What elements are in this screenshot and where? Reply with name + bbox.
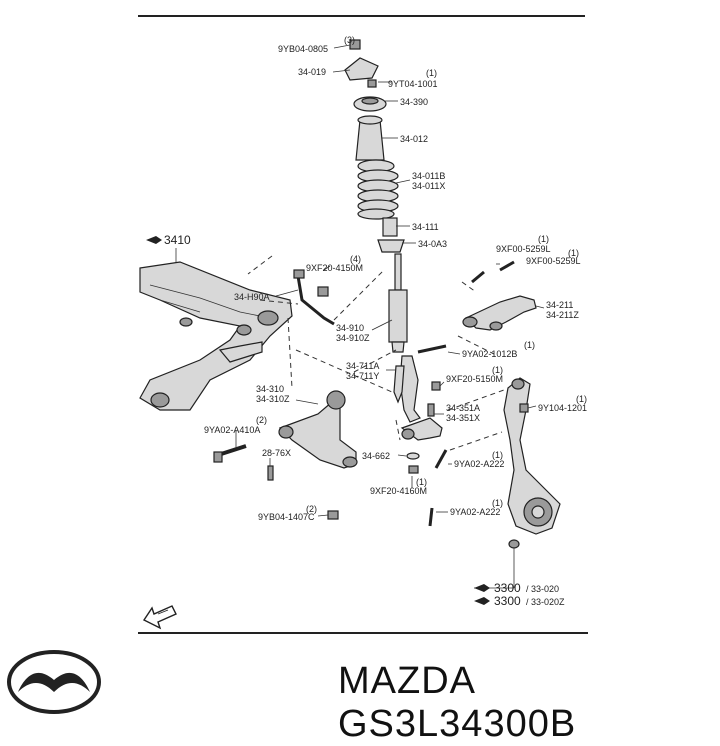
upper-mount: [344, 57, 379, 81]
steering-knuckle: [503, 377, 561, 549]
label-9ya02-a222-b: 9YA02-A222: [450, 507, 500, 517]
label-9xf20-4160m: 9XF20-4160M: [370, 486, 427, 496]
label-34-h90a: 34-H90A: [234, 292, 270, 302]
shock-rod: [394, 253, 402, 291]
washer: [406, 452, 420, 460]
label-34-111: 34-111: [412, 222, 439, 232]
label-9yb04-0805-qty: (3): [344, 35, 355, 45]
label-3300-a: 3300: [494, 581, 521, 595]
reference-lines: [247, 255, 505, 451]
label-9yb04-1407c: 9YB04-1407C: [258, 512, 315, 522]
mount-nut: [367, 79, 377, 88]
lower-control-arm: [278, 390, 358, 469]
part-number: GS3L34300B: [338, 703, 577, 745]
arm-nut: [327, 510, 339, 520]
label-28-76x: 28-76X: [262, 448, 291, 458]
shock-fork: [393, 355, 421, 423]
label-9yb04-1407c-qty: (2): [306, 504, 317, 514]
label-34-390: 34-390: [400, 97, 428, 107]
label-34-910z: 34-910Z: [336, 333, 370, 343]
arm-stud: [267, 465, 274, 481]
label-34-310: 34-310: [256, 384, 284, 394]
label-34-011x: 34-011X: [412, 181, 445, 191]
bump-stop: [382, 217, 398, 237]
fork-bolt: [417, 344, 447, 354]
label-9ya02-a222-a-qty: (1): [492, 450, 503, 460]
label-9ya02-a410a: 9YA02-A410A: [204, 425, 260, 435]
dust-boot: [355, 119, 385, 161]
label-33-020: / 33-020: [526, 584, 559, 594]
label-9ya02-1012b: 9YA02-1012B: [462, 349, 517, 359]
label-9xf20-4160m-qty: (1): [416, 477, 427, 487]
label-33-020z: / 33-020Z: [526, 597, 565, 607]
lower-arm-bolt: [217, 444, 247, 457]
coil-spring: [357, 159, 399, 220]
label-34-019: 34-019: [298, 67, 326, 77]
leader-lines: [175, 44, 545, 589]
label-3410: 3410: [164, 233, 191, 247]
label-9xf00-5259l-b: 9XF00-5259L: [526, 256, 581, 266]
top-nut: [349, 39, 361, 50]
spring-seat: [377, 239, 405, 253]
label-34-0a3: 34-0A3: [418, 239, 447, 249]
label-9yt04-1001: 9YT04-1001: [388, 79, 438, 89]
label-34-910: 34-910: [336, 323, 364, 333]
label-34-711y: 34-711Y: [346, 371, 379, 381]
label-3300-b: 3300: [494, 594, 521, 608]
shock-body: [388, 289, 408, 343]
upper-control-arm: [464, 295, 537, 331]
label-9xf20-5150m-qty: (1): [492, 365, 503, 375]
label-34-351x: 34-351X: [446, 413, 480, 423]
label-9xf00-5259l-a-qty: (1): [538, 234, 549, 244]
label-9xf20-4150m: 9XF20-4150M: [306, 263, 363, 273]
label-34-662: 34-662: [362, 451, 390, 461]
front-direction-arrow-icon: [142, 605, 177, 630]
label-9ya02-a222-a: 9YA02-A222: [454, 459, 504, 469]
stabilizer-link: [296, 275, 335, 326]
label-34-711a: 34-711A: [346, 361, 379, 371]
label-9xf00-5259l-a: 9XF00-5259L: [496, 244, 551, 254]
link-nut: [317, 286, 329, 297]
label-9xf00-5259l-b-qty: (1): [568, 248, 579, 258]
label-9yb04-0805: 9YB04-0805: [278, 44, 328, 54]
brand-name: MAZDA: [338, 660, 474, 702]
mazda-logo-icon: [7, 650, 101, 714]
label-9y104-1201-qty: (1): [576, 394, 587, 404]
label-34-310z: 34-310Z: [256, 394, 290, 404]
brand-part-number: MAZDA GS3L34300B: [338, 660, 720, 746]
reference-pointer-icon: [474, 584, 490, 592]
suspension-exploded-diagram: (3) 9YB04-0805 34-019 (1) 9YT04-1001 34-…: [138, 15, 588, 634]
label-34-351a: 34-351A: [446, 403, 480, 413]
label-34-211: 34-211: [546, 300, 573, 310]
label-9xf20-4150m-qty: (4): [350, 254, 361, 264]
label-9ya02-a410a-qty: (2): [256, 415, 267, 425]
label-9y104-1201: 9Y104-1201: [538, 403, 587, 413]
label-9ya02-1012b-qty: (1): [524, 340, 535, 350]
label-9yt04-1001-qty: (1): [426, 68, 437, 78]
reference-pointer-icon: [146, 236, 162, 244]
label-9xf20-5150m: 9XF20-5150M: [446, 374, 503, 384]
label-34-211z: 34-211Z: [546, 310, 579, 320]
callout-labels: (3) 9YB04-0805 34-019 (1) 9YT04-1001 34-…: [146, 35, 587, 608]
label-34-012: 34-012: [400, 134, 428, 144]
reference-pointer-icon: [474, 597, 490, 605]
strut-assembly: [344, 39, 408, 353]
label-9ya02-a222-b-qty: (1): [492, 498, 503, 508]
label-34-011b: 34-011B: [412, 171, 445, 181]
front-subframe: [139, 261, 293, 411]
